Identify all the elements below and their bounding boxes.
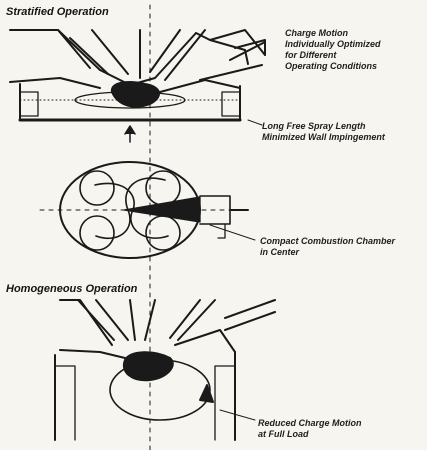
stratified-heading: Stratified Operation xyxy=(6,6,109,18)
leader-lines xyxy=(209,119,263,421)
charge-motion-label: Charge Motion Individually Optimized for… xyxy=(285,28,381,71)
homogeneous-cylinder-head xyxy=(59,299,276,359)
charge-motion-bracket xyxy=(234,39,266,56)
charge-motion-loop xyxy=(109,359,211,421)
homogeneous-cylinder xyxy=(54,351,236,441)
charge-motion-arrow xyxy=(199,64,263,81)
stratified-cylinder xyxy=(18,83,242,122)
combustion-chamber-label: Compact Combustion Chamber in Center xyxy=(260,236,396,257)
spray-length-label: Long Free Spray Length Minimized Wall Im… xyxy=(262,121,385,142)
reduced-motion-label: Reduced Charge Motion at Full Load xyxy=(258,418,362,439)
homogeneous-heading: Homogeneous Operation xyxy=(6,283,138,295)
charge-motion-loop-arrow xyxy=(199,384,214,403)
stratified-spray-plume xyxy=(110,81,160,108)
